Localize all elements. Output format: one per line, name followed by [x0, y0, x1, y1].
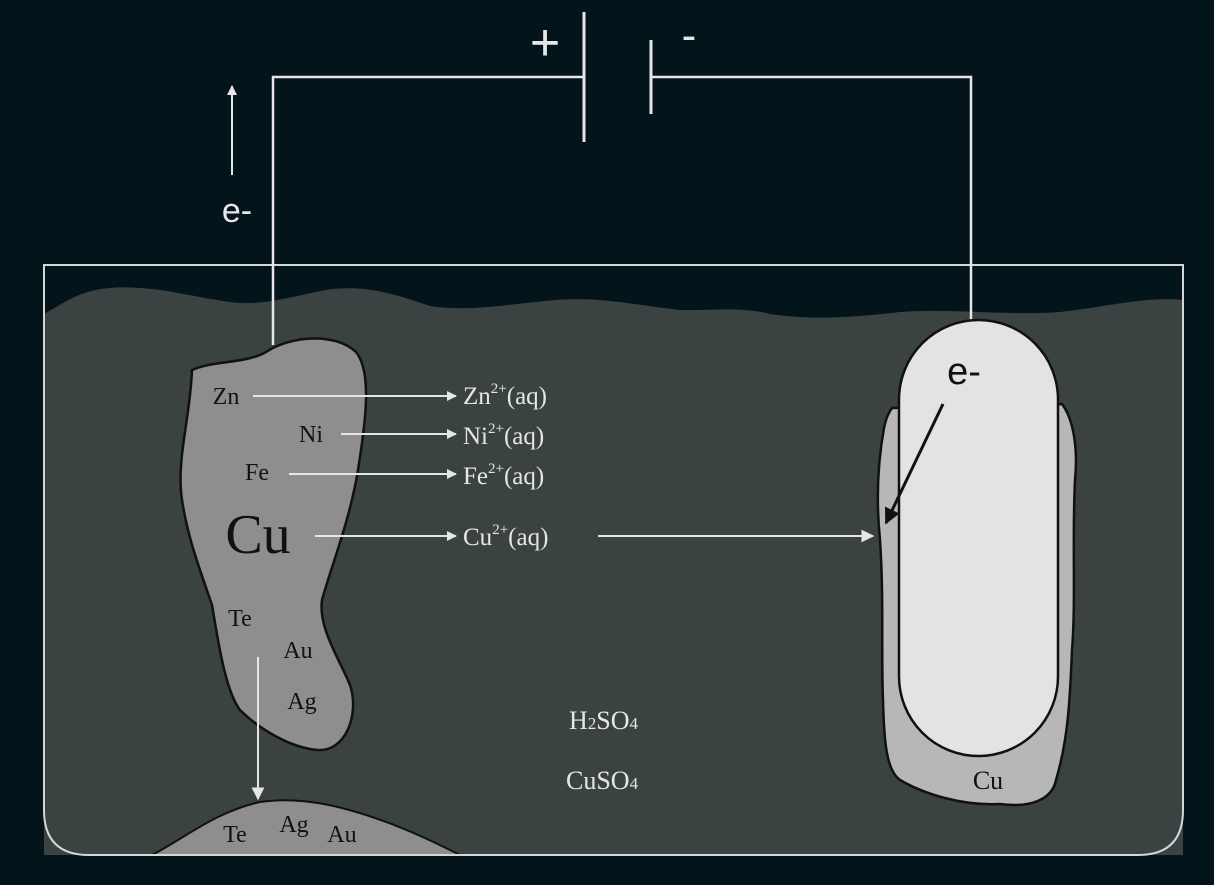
battery-plus-sign: + [530, 14, 560, 72]
impure-copper-anode [179, 337, 368, 752]
ion-ni-state: (aq) [504, 423, 544, 450]
anode-metal-fe: Fe [245, 460, 269, 486]
anode-metal-ag: Ag [287, 689, 316, 715]
ion-zn-charge: 2+ [491, 381, 507, 397]
anode-metal-ni: Ni [299, 422, 323, 448]
h2so4-so: SO [596, 706, 629, 735]
cuso4-sub-4: 4 [630, 774, 639, 793]
h2so4-sub-2: 2 [588, 714, 597, 733]
ion-ni-label: Ni2+(aq) [463, 421, 544, 450]
anode-sludge-pile [151, 799, 461, 856]
ion-ni-base: Ni [463, 423, 488, 450]
ion-cu-label: Cu2+(aq) [463, 522, 548, 551]
ion-zn-base: Zn [463, 383, 491, 410]
cathode-deposit-label: Cu [973, 766, 1003, 795]
anode-metal-cu: Cu [225, 504, 290, 566]
electrolyte-cuso4: CuSO4 [566, 766, 639, 795]
sludge-ag: Ag [279, 812, 308, 838]
cuso4-cuso: CuSO [566, 766, 630, 795]
sludge-te: Te [223, 822, 247, 848]
cathode-electron-label: e- [947, 351, 981, 393]
cathode-wire [651, 75, 973, 320]
sludge-au: Au [327, 822, 356, 848]
h2so4-sub-4: 4 [630, 714, 639, 733]
anode-metal-au: Au [283, 638, 312, 664]
ion-fe-label: Fe2+(aq) [463, 461, 544, 490]
ion-fe-charge: 2+ [488, 461, 504, 477]
ion-fe-state: (aq) [504, 463, 544, 490]
anode-wire [271, 75, 584, 345]
battery-minus-sign: - [682, 11, 697, 60]
ion-fe-base: Fe [463, 463, 488, 490]
ion-zn-label: Zn2+(aq) [463, 381, 547, 410]
electrolyte-h2so4: H2SO4 [569, 706, 639, 735]
cathode-electron-arrow [884, 403, 945, 525]
pure-copper-cathode [897, 318, 1060, 758]
ion-ni-charge: 2+ [488, 421, 504, 437]
h2so4-h: H [569, 706, 588, 735]
anode-metal-zn: Zn [213, 384, 240, 410]
electron-flow-label: e- [222, 192, 252, 230]
anode-metal-te: Te [228, 606, 252, 632]
ion-cu-state: (aq) [508, 524, 548, 551]
ion-cu-base: Cu [463, 524, 493, 551]
ion-zn-state: (aq) [507, 383, 547, 410]
ion-cu-charge: 2+ [492, 522, 508, 538]
tank-outline [43, 264, 1184, 856]
